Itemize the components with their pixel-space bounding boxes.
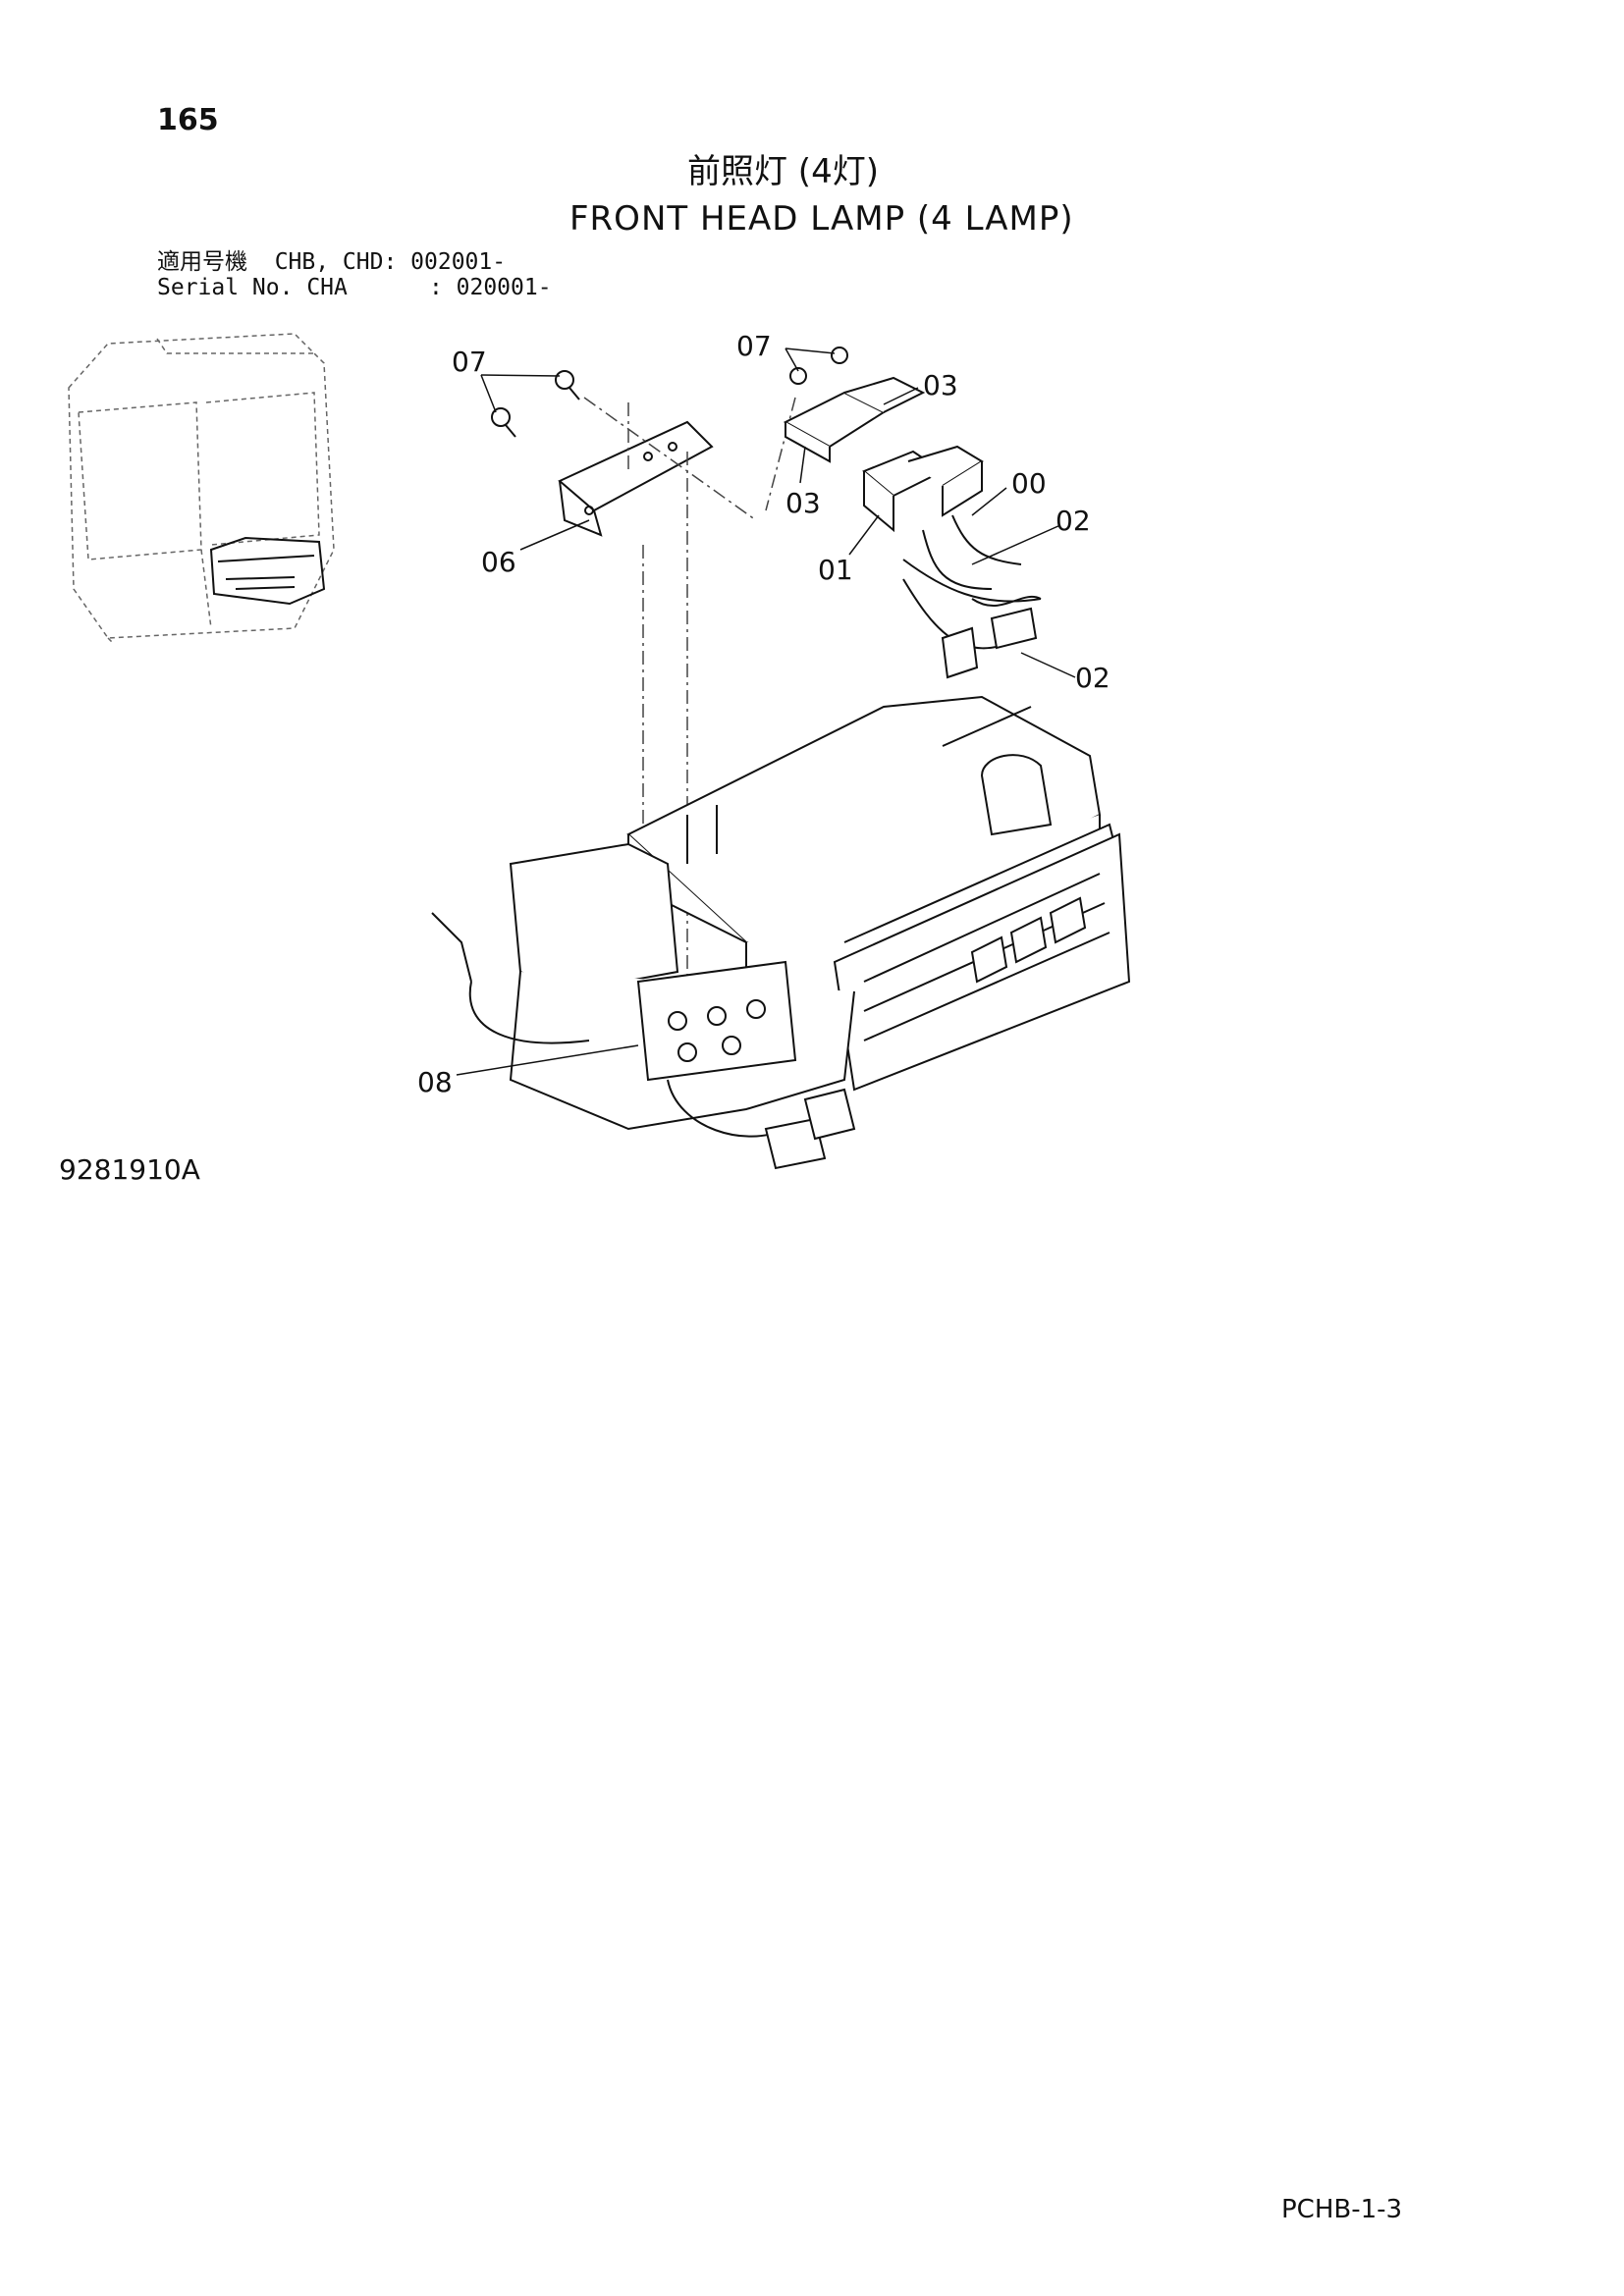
callout-00: 00: [1011, 467, 1047, 500]
callout-08: 08: [417, 1066, 453, 1098]
callout-07-right: 07: [736, 330, 772, 362]
main-electrical-box: [431, 695, 1131, 1170]
drawing-code: 9281910A: [59, 1153, 200, 1186]
title-japanese: 前照灯 (4灯): [687, 152, 879, 191]
callout-02-lower: 02: [1075, 662, 1110, 694]
callout-01: 01: [818, 554, 853, 586]
cab-locator-thumbnail: [68, 333, 335, 644]
title-english: FRONT HEAD LAMP (4 LAMP): [569, 199, 1074, 239]
callout-07-left: 07: [452, 346, 487, 378]
serial-line-1: 適用号機 CHB, CHD: 002001-: [157, 249, 507, 275]
harness-assembly: [783, 347, 1042, 679]
sheet-code: PCHB-1-3: [1281, 2195, 1403, 2224]
screw-07-left: [491, 370, 580, 438]
leader-lines: [456, 347, 1076, 1076]
bracket-06: [558, 420, 714, 537]
callout-06: 06: [481, 546, 516, 578]
parts-diagram: 07 07 03 03 00 02 01 06 02 08: [68, 330, 1131, 1170]
callout-03-bottom: 03: [785, 487, 821, 519]
cab-highlighted-unit: [209, 536, 326, 606]
callout-02-upper: 02: [1056, 505, 1091, 537]
callout-03-top: 03: [923, 369, 958, 401]
serial-line-2: Serial No. CHA : 020001-: [157, 275, 552, 300]
page-number: 165: [157, 103, 219, 137]
